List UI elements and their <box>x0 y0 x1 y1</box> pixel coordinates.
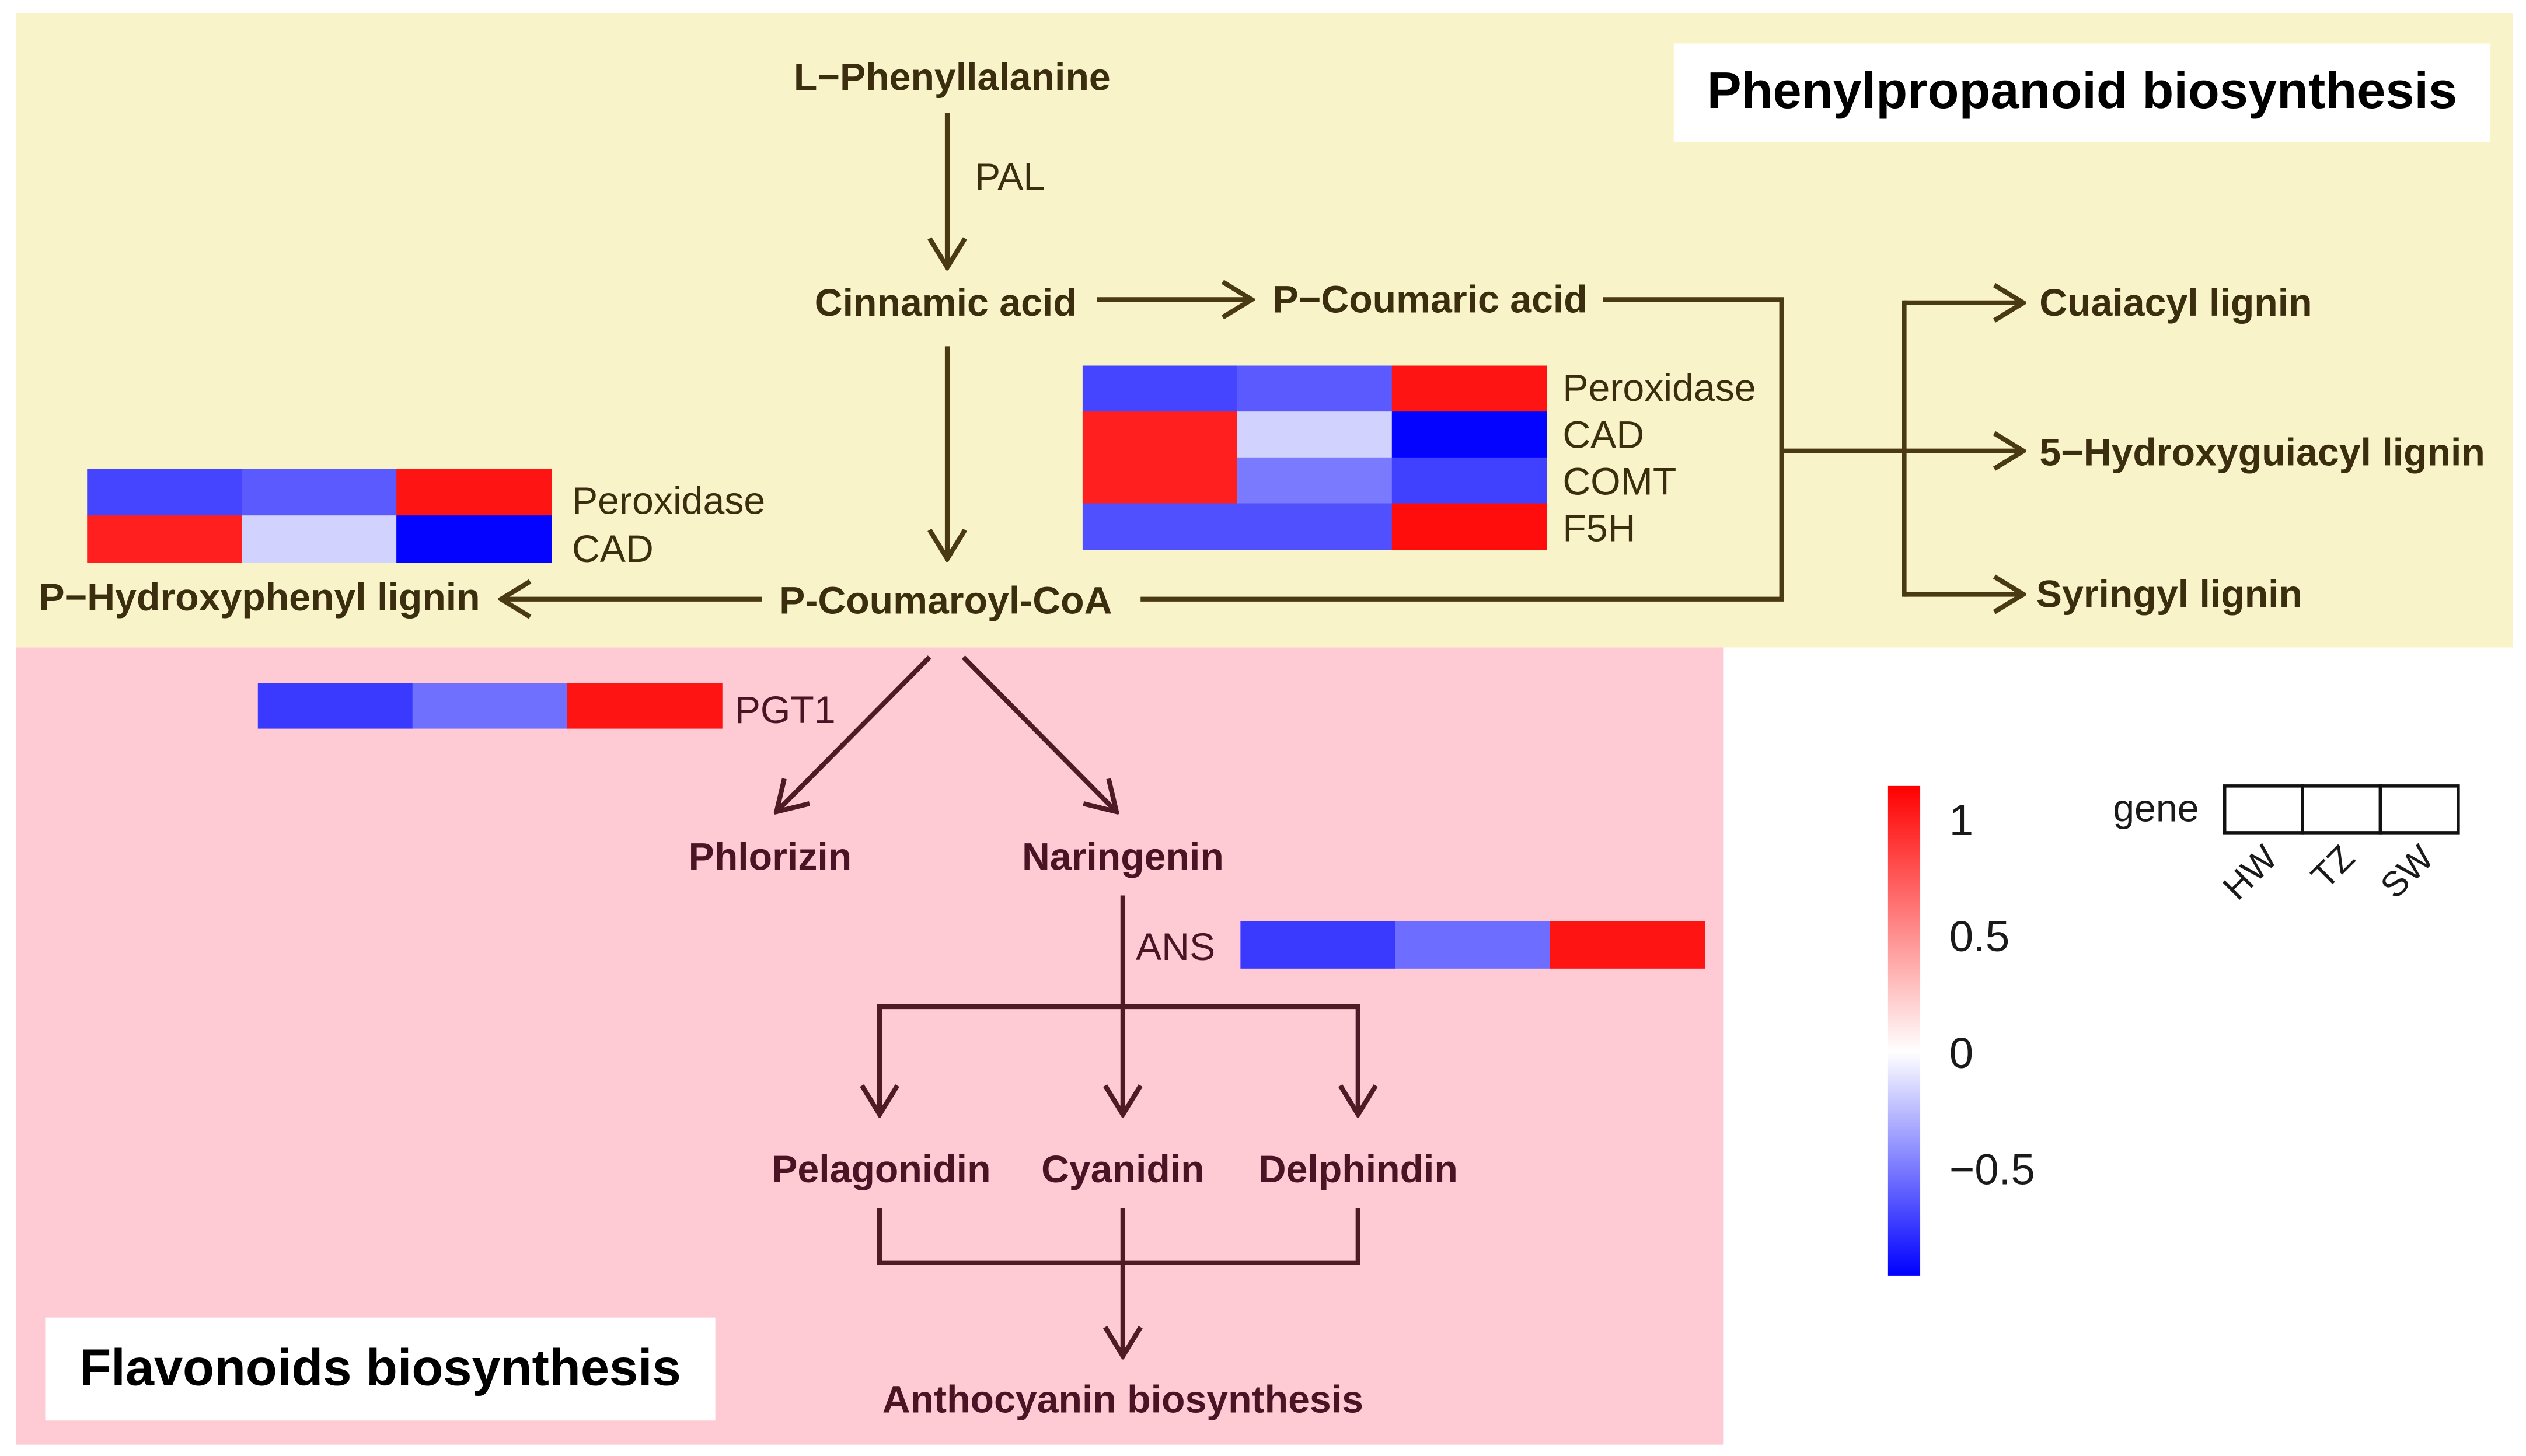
heatmap-pgt1 <box>257 683 723 729</box>
compound-phlorizin: Phlorizin <box>689 835 852 878</box>
gene-label-comt: COMT <box>1562 460 1676 503</box>
gene-legend-column-tz: TZ <box>2304 837 2363 896</box>
heatmap-cell-lignin-branch-peroxidase-hw <box>1082 365 1238 413</box>
flavonoids-title-box <box>45 1317 716 1421</box>
gene-label-cad: CAD <box>572 528 654 571</box>
heatmap-cell-p-hydroxyphenyl-peroxidase-hw <box>87 469 243 516</box>
gene-legend-column-sw: SW <box>2373 837 2441 906</box>
heatmap-lignin-branch <box>1082 365 1547 550</box>
gene-label-cad: CAD <box>1562 413 1644 456</box>
heatmap-cell-p-hydroxyphenyl-cad-tz <box>242 515 397 563</box>
heatmap-cell-pgt1-pgt1-tz <box>412 683 568 729</box>
gene-legend-cell-sw <box>2378 784 2460 835</box>
heatmap-cell-lignin-branch-peroxidase-sw <box>1391 365 1547 413</box>
heatmap-cell-lignin-branch-comt-tz <box>1237 457 1393 504</box>
gene-legend-cell-hw <box>2223 784 2304 835</box>
flavonoids-region <box>16 647 1724 1445</box>
join-anthocyanidins <box>877 1207 1360 1265</box>
heatmap-p-hydroxyphenyl <box>87 469 552 563</box>
gene-legend-column-hw: HW <box>2215 837 2285 907</box>
heatmap-cell-lignin-branch-cad-tz <box>1237 411 1393 458</box>
enzyme-pal: PAL <box>975 156 1045 199</box>
phenylpropanoid-arrows <box>501 113 2023 599</box>
gene-label-f5h: F5H <box>1562 507 1635 550</box>
heatmap-cell-lignin-branch-cad-sw <box>1391 411 1547 458</box>
heatmap-cell-lignin-branch-cad-hw <box>1082 411 1238 458</box>
heatmap-cell-lignin-branch-f5h-sw <box>1391 503 1547 550</box>
gene-column-legend: gene HW TZ SW <box>2113 784 2460 907</box>
heatmap-cell-p-hydroxyphenyl-peroxidase-tz <box>242 469 397 516</box>
heatmap-cell-p-hydroxyphenyl-cad-sw <box>396 515 552 563</box>
heatmap-cell-lignin-branch-f5h-hw <box>1082 503 1238 550</box>
compound-guaiacyl-lignin: Cuaiacyl lignin <box>2039 281 2312 324</box>
phenylpropanoid-title: Phenylpropanoid biosynthesis <box>1707 61 2457 119</box>
color-scale-bar <box>1887 785 1921 1276</box>
gene-label-ans: ANS <box>1136 926 1215 969</box>
heatmap-ans <box>1240 921 1705 969</box>
phenylpropanoid-title-box <box>1673 43 2491 142</box>
heatmap-cell-pgt1-pgt1-hw <box>257 683 413 729</box>
color-scale-tick-label: 1 <box>1949 795 1973 844</box>
heatmap-cell-pgt1-pgt1-sw <box>567 683 723 729</box>
color-scale-tick-label: −0.5 <box>1949 1146 2035 1194</box>
heatmap-cell-p-hydroxyphenyl-peroxidase-sw <box>396 469 552 516</box>
heatmap-cell-lignin-branch-comt-sw <box>1391 457 1547 504</box>
compound-cyanidin: Cyanidin <box>1041 1148 1205 1191</box>
compound-anthocyanin-biosynthesis: Anthocyanin biosynthesis <box>882 1378 1363 1421</box>
color-scale-tick-label: 0.5 <box>1949 912 2010 961</box>
arrow-to-naringenin <box>961 655 1117 812</box>
heatmap-cell-ans-ans-tz <box>1395 921 1551 969</box>
compound-p-hydroxyphenyl-lignin: P−Hydroxyphenyl lignin <box>39 576 480 619</box>
gene-label-peroxidase: Peroxidase <box>572 479 765 522</box>
gene-label-peroxidase: Peroxidase <box>1562 366 1756 410</box>
gene-legend-label: gene <box>2113 787 2199 830</box>
heatmap-cell-ans-ans-hw <box>1240 921 1396 969</box>
compound-hydroxyguaiacyl-lignin: 5−Hydroxyguiacyl lignin <box>2039 431 2485 474</box>
color-scale-ticks: 1 0.5 0 −0.5 <box>1949 795 2035 1193</box>
compound-p-coumaric-acid: P−Coumaric acid <box>1273 278 1588 321</box>
flavonoids-arrows <box>776 655 1360 1356</box>
heatmap-cell-lignin-branch-comt-hw <box>1082 457 1238 504</box>
compound-pelargonidin: Pelagonidin <box>772 1148 990 1191</box>
compound-naringenin: Naringenin <box>1022 835 1224 878</box>
color-legend: 1 0.5 0 −0.5 <box>1887 785 2035 1276</box>
compound-delphinidin: Delphindin <box>1258 1148 1458 1191</box>
flavonoids-title: Flavonoids biosynthesis <box>79 1339 681 1396</box>
heatmap-cell-lignin-branch-peroxidase-tz <box>1237 365 1393 413</box>
heatmap-cell-p-hydroxyphenyl-cad-hw <box>87 515 243 563</box>
color-scale-tick-label: 0 <box>1949 1029 1973 1077</box>
gene-legend-cell-tz <box>2301 784 2382 835</box>
compound-l-phenylalanine: L−Phenyllalanine <box>794 56 1111 99</box>
gene-label-pgt1: PGT1 <box>735 689 836 732</box>
heatmap-cell-ans-ans-sw <box>1550 921 1705 969</box>
compound-cinnamic-acid: Cinnamic acid <box>815 281 1077 324</box>
compound-syringyl-lignin: Syringyl lignin <box>2036 573 2302 616</box>
arrow-to-phlorizin <box>776 655 931 812</box>
compound-p-coumaroyl-coa: P-Coumaroyl-CoA <box>779 579 1112 623</box>
heatmap-cell-lignin-branch-f5h-tz <box>1237 503 1393 550</box>
